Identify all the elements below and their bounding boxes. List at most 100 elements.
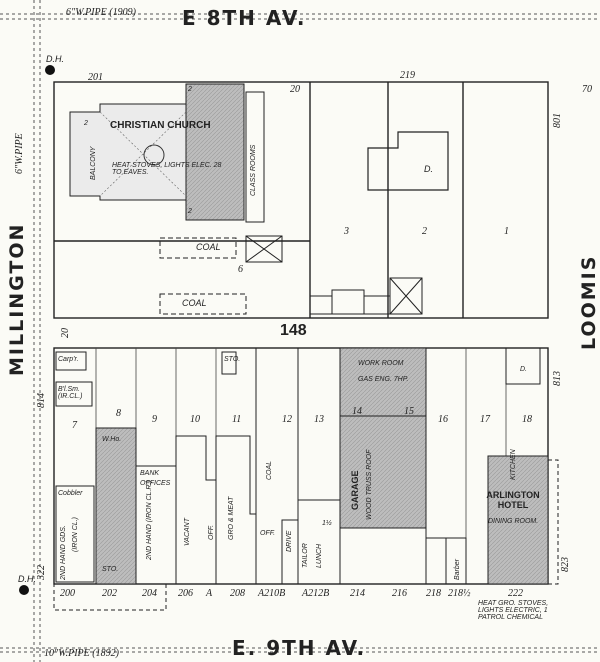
label-store: STO. — [102, 566, 119, 573]
lot-17: 17 — [480, 414, 490, 425]
address-a: A — [206, 588, 213, 599]
address-a210b: A210B — [258, 588, 286, 599]
label-w-ho: W.Ho. — [102, 436, 122, 443]
lot-16: 16 — [438, 414, 448, 425]
label-cobbler: Cobbler — [58, 490, 83, 497]
label-lunch: LUNCH — [316, 543, 323, 568]
address-a212b: A212B — [302, 588, 330, 599]
address-20-north: 20 — [290, 84, 300, 95]
lot-11: 11 — [232, 414, 242, 425]
label-cobbler-sub: (IRON CL.) — [72, 517, 79, 552]
lot-14: 14 — [352, 406, 362, 417]
lot-2: 2 — [422, 226, 427, 237]
address-218-half: 218½ — [448, 588, 471, 599]
street-east: LOOMIS — [578, 254, 600, 350]
outbuildings-lot-3 — [309, 277, 423, 315]
street-west: MILLINGTON — [6, 222, 28, 376]
north-half-block — [53, 81, 549, 319]
label-work-room: WORK ROOM — [358, 360, 404, 367]
south-buildings — [55, 347, 549, 585]
label-offices: OFFICES — [140, 480, 171, 487]
address-219: 219 — [400, 70, 415, 81]
label-dining: DINING ROOM. — [488, 518, 539, 525]
church-class-rooms: CLASS ROOMS — [250, 144, 257, 196]
shed-x-1 — [245, 235, 283, 263]
label-barber: Barber — [454, 558, 461, 580]
label-drive: DRIVE — [286, 530, 293, 552]
lot-1: 1 — [504, 226, 509, 237]
coal-shed-2 — [159, 293, 247, 315]
dwelling-label: D. — [424, 164, 433, 174]
lot-12: 12 — [282, 414, 292, 425]
label-hotel: ARLINGTON HOTEL — [486, 490, 540, 510]
label-coal: COAL — [266, 460, 273, 480]
lot-10: 10 — [190, 414, 200, 425]
label-vacant: VACANT — [184, 517, 191, 546]
label-hotel-note: HEAT GRO. STOVES, LIGHTS ELECTRIC, 1 PAT… — [478, 600, 549, 621]
lot-15: 15 — [404, 406, 414, 417]
lot-6: 6 — [238, 264, 243, 275]
pipe-south-label: 10"W.PIPE (1892) — [44, 648, 119, 659]
address-214: 214 — [350, 588, 365, 599]
address-70: 70 — [582, 84, 592, 95]
label-office: OFF. — [208, 524, 215, 540]
address-201: 201 — [88, 72, 103, 83]
label-garage: GARAGE — [350, 470, 360, 510]
pipe-north-label: 6"W.PIPE (1909) — [66, 7, 136, 18]
address-204: 204 — [142, 588, 157, 599]
label-off-2: OFF. — [260, 530, 276, 537]
address-813: 813 — [552, 371, 563, 386]
address-322: 322 — [36, 565, 47, 580]
church-balcony: BALCONY — [90, 146, 97, 180]
lot-3: 3 — [344, 226, 349, 237]
address-202: 202 — [102, 588, 117, 599]
label-d: D. — [520, 366, 527, 373]
label-gro-meat: GRO & MEAT — [228, 496, 235, 540]
label-story-1-half: 1½ — [322, 520, 332, 527]
label-bl-sm: B'l.Sm. (IR.CL.) — [58, 386, 83, 400]
hydrant-label-north: D.H. — [46, 54, 64, 64]
hydrant-north — [45, 65, 55, 75]
hydrant-south — [19, 585, 29, 595]
address-20-side: 20 — [60, 328, 71, 338]
hotel-annex — [547, 459, 559, 585]
block-number: 148 — [280, 322, 307, 339]
label-gas-eng: GAS ENG. 7HP. — [358, 376, 409, 383]
pipe-west-label: 6"W.PIPE — [14, 133, 25, 174]
lot-9: 9 — [152, 414, 157, 425]
label-second-hand: 2ND HAND GDS. — [60, 525, 67, 580]
address-801: 801 — [552, 113, 563, 128]
coal-label-2: COAL — [182, 298, 207, 308]
rear-dashed — [53, 583, 167, 611]
label-carpenter: Carp'r. — [58, 356, 79, 363]
church-story-3: 2 — [188, 208, 192, 215]
church-story-2: 2 — [84, 120, 88, 127]
lot-7: 7 — [72, 420, 77, 431]
label-sto: STO. — [224, 356, 241, 363]
church-building — [69, 83, 265, 223]
lot-8: 8 — [116, 408, 121, 419]
label-garage-sub: WOOD TRUSS ROOF — [366, 449, 373, 520]
address-222: 222 — [508, 588, 523, 599]
address-200: 200 — [60, 588, 75, 599]
church-story-1: 2 — [188, 86, 192, 93]
hydrant-label-south: D.H. — [18, 574, 36, 584]
address-208: 208 — [230, 588, 245, 599]
label-bank: BANK — [140, 470, 160, 477]
lot-13: 13 — [314, 414, 324, 425]
church-details: HEAT STOVES, LIGHTS ELEC. 28 TO EAVES. — [112, 162, 222, 176]
address-206: 206 — [178, 588, 193, 599]
address-218: 218 — [426, 588, 441, 599]
address-216: 216 — [392, 588, 407, 599]
label-kitchen: KITCHEN — [510, 449, 517, 480]
church-name: CHRISTIAN CHURCH — [110, 120, 211, 131]
label-second-hand-2: 2ND HAND (IRON CL.R.) — [146, 480, 153, 560]
address-823: 823 — [560, 557, 571, 572]
address-814: 814 — [36, 393, 47, 408]
lot-18: 18 — [522, 414, 532, 425]
dwelling-lot-2 — [367, 131, 449, 191]
coal-label-1: COAL — [196, 242, 221, 252]
street-north: E 8TH AV. — [182, 6, 307, 30]
